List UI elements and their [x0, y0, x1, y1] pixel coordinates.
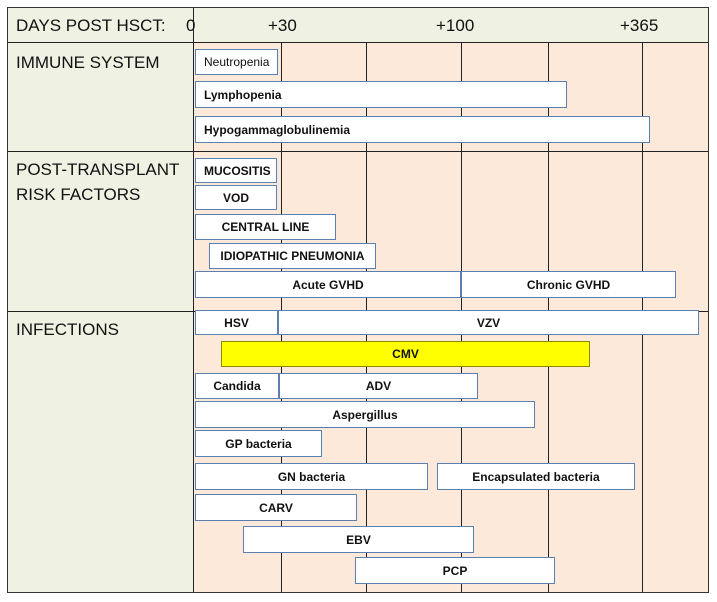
bar-chronic-gvhd: Chronic GVHD — [461, 271, 676, 298]
section-infections: INFECTIONS — [16, 320, 119, 339]
bar-hsv: HSV — [195, 310, 278, 335]
tick-label-0: 0 — [186, 16, 196, 35]
section-risk-factors-line1: POST-TRANSPLANT — [16, 160, 180, 179]
bar-aspergillus: Aspergillus — [195, 401, 535, 428]
label-column-background — [8, 8, 193, 592]
section-immune-system: IMMUNE SYSTEM — [16, 53, 160, 72]
tick-label-30: +30 — [268, 16, 297, 35]
bar-neutropenia: Neutropenia — [195, 49, 278, 75]
bar-gp-bacteria: GP bacteria — [195, 430, 322, 457]
header-background — [193, 8, 708, 42]
bar-lymphopenia: Lymphopenia — [195, 81, 567, 108]
bar-vod: VOD — [195, 185, 277, 210]
grid-line-0 — [193, 8, 194, 592]
bar-candida: Candida — [195, 373, 279, 399]
bar-hypogammaglobulinemia: Hypogammaglobulinemia — [195, 116, 650, 143]
bar-idiopathic-pneumonia: IDIOPATHIC PNEUMONIA — [209, 243, 376, 269]
bar-mucositis: MUCOSITIS — [195, 158, 277, 183]
tick-label-100: +100 — [436, 16, 475, 35]
bar-encapsulated-bacteria: Encapsulated bacteria — [437, 463, 635, 490]
bar-ebv: EBV — [243, 526, 474, 553]
diagram-frame — [7, 7, 709, 593]
bar-cmv: CMV — [221, 341, 590, 367]
bar-central-line: CENTRAL LINE — [195, 214, 336, 240]
bar-carv: CARV — [195, 494, 357, 521]
axis-label: DAYS POST HSCT: — [16, 16, 166, 35]
bar-pcp: PCP — [355, 557, 555, 584]
bar-acute-gvhd: Acute GVHD — [195, 271, 461, 298]
bar-gn-bacteria: GN bacteria — [195, 463, 428, 490]
section-risk-factors-line2: RISK FACTORS — [16, 185, 141, 204]
immune-divider — [8, 151, 708, 152]
tick-label-365: +365 — [620, 16, 659, 35]
bar-vzv: VZV — [278, 310, 699, 335]
bar-adv: ADV — [279, 373, 478, 399]
header-divider — [8, 42, 708, 43]
